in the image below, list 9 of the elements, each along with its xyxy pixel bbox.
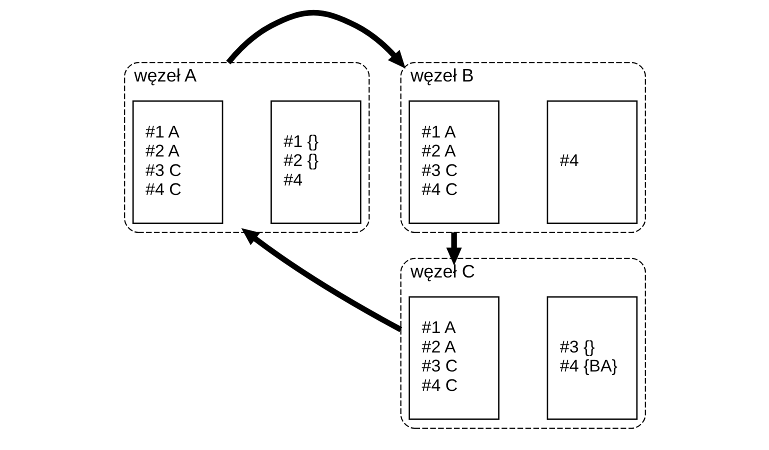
node-box: #4 <box>546 100 638 224</box>
node-box: #1 A #2 A #3 C #4 C <box>132 100 223 224</box>
arrow <box>240 228 402 332</box>
arrow <box>226 10 405 68</box>
arrow <box>446 232 462 266</box>
node-box: #1 {} #2 {} #4 <box>270 100 361 224</box>
node-box: #1 A #2 A #3 C #4 C <box>408 296 499 420</box>
node-box: #1 A #2 A #3 C #4 C <box>408 100 499 224</box>
node-box: #3 {} #4 {BA} <box>546 296 638 420</box>
